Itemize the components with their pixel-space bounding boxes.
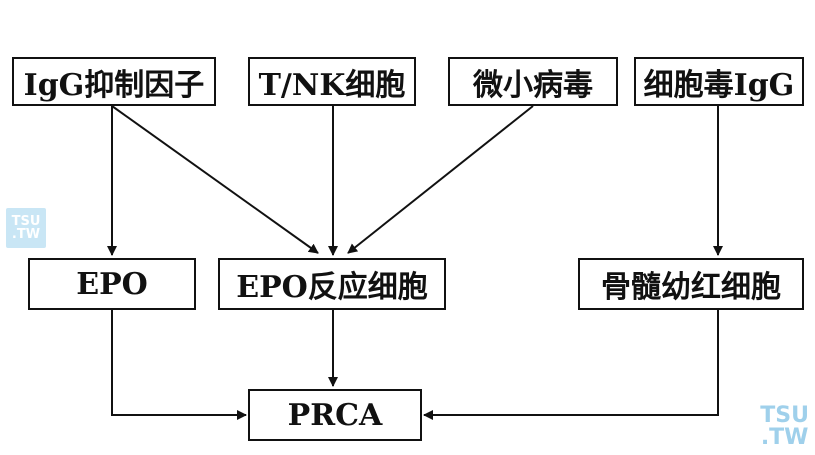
watermark-right-line1: TSU	[760, 403, 809, 428]
node-igg-inhibitor-label: IgG抑制因子	[23, 67, 205, 103]
node-epo-responsive-cells-label: EPO反应细胞	[236, 270, 428, 305]
node-cytotoxic-igg-label: 细胞毒IgG	[643, 67, 795, 103]
node-cytotoxic-igg: 细胞毒IgG	[634, 57, 804, 106]
watermark-right-line2: .TW	[760, 425, 809, 450]
arrow-parvovirus-to-epo-responsive	[347, 105, 534, 254]
node-igg-inhibitor: IgG抑制因子	[12, 57, 216, 106]
arrow-igg-to-epo-responsive	[111, 105, 319, 254]
node-parvovirus: 微小病毒	[448, 57, 618, 106]
node-parvovirus-label: 微小病毒	[473, 67, 593, 103]
watermark-left-line1: TSU	[11, 214, 41, 229]
node-epo-responsive-cells: EPO反应细胞	[218, 258, 446, 310]
node-tnk-cells-label: T/NK细胞	[258, 67, 406, 103]
watermark-logo-right: TSU .TW	[760, 405, 809, 449]
watermark-left-line2: .TW	[11, 227, 41, 242]
node-prca: PRCA	[248, 389, 422, 441]
node-tnk-cells: T/NK细胞	[248, 57, 416, 106]
node-erythroblasts-label: 骨髓幼红细胞	[601, 270, 781, 305]
node-erythroblasts: 骨髓幼红细胞	[578, 258, 804, 310]
node-epo: EPO	[28, 258, 196, 310]
node-epo-label: EPO	[76, 266, 148, 302]
arrow-epo-to-prca	[111, 310, 247, 420]
node-prca-label: PRCA	[287, 397, 383, 433]
watermark-logo-left: TSU .TW	[6, 208, 46, 248]
arrow-erythroblasts-to-prca	[423, 310, 719, 420]
